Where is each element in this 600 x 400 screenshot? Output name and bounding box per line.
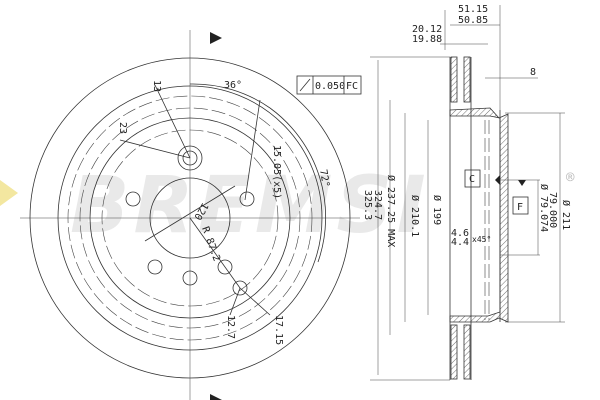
datum-c: C <box>469 174 475 185</box>
bolt-holes-dim: 15.05(x5) <box>271 145 282 199</box>
svg-text:FC: FC <box>346 81 358 92</box>
tolerance-frame: 0.050 FC <box>296 75 362 95</box>
side-view <box>370 5 565 381</box>
svg-text:0.050: 0.050 <box>315 81 345 92</box>
total-width-max: 51.15 <box>458 4 488 15</box>
brand-triangle-icon <box>0 180 18 206</box>
outer-dia-max: 325.3 <box>362 190 373 220</box>
bore-dia-max: Ø 79.074 <box>538 184 550 232</box>
hole-dia-13: 13 <box>151 80 162 92</box>
runout-arrow-icon <box>299 78 311 92</box>
datum-f: F <box>517 202 523 213</box>
registered-mark: ® <box>566 170 575 186</box>
total-width-min: 50.85 <box>458 15 488 26</box>
hole-17-15: 17.15 <box>273 315 284 345</box>
angle-72: 72° <box>317 169 331 189</box>
outer-dia-min: 324.7 <box>372 190 383 220</box>
disc-thickness-max: 20.12 <box>412 24 442 35</box>
bore-dia-min: 79.000 <box>547 192 558 228</box>
dia-199: Ø 199 <box>431 195 443 225</box>
hub-thickness: 8 <box>530 67 536 78</box>
chamfer-min: 4.4 <box>451 237 469 248</box>
dia-210: Ø 210.1 <box>409 195 421 237</box>
dia-237: Ø 237.25 MAX <box>385 175 397 247</box>
disc-thickness-min: 19.88 <box>412 34 442 45</box>
angle-36: 36° <box>224 80 242 91</box>
hub-dia: Ø 211 <box>560 200 572 230</box>
offset-23: 23 <box>117 122 128 134</box>
chamfer-angle: x45° <box>472 235 491 244</box>
front-view <box>20 30 360 400</box>
hole-12-7: 12.7 <box>225 315 236 339</box>
chamfer-max: 4.6 <box>451 228 469 239</box>
